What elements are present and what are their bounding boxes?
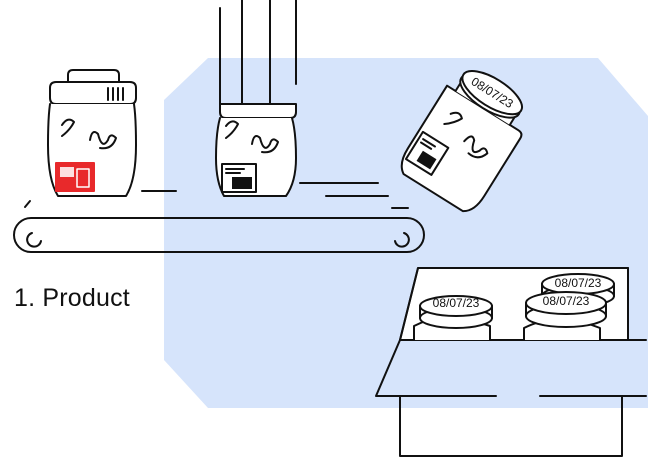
conveyor-belt (13, 217, 425, 253)
jar-product (47, 69, 137, 197)
motion-lines (24, 182, 409, 209)
boxed-jar-left (413, 295, 493, 341)
labeling-machine (219, 0, 297, 105)
date-stamp-right-back: 08/07/23 (555, 276, 602, 290)
date-stamp-left: 08/07/23 (433, 296, 480, 310)
step-label: 1. Product (14, 284, 130, 312)
jar-dated: 08/07/23 (400, 70, 523, 213)
date-stamp-right-front: 08/07/23 (543, 294, 590, 308)
boxed-jar-right-front (523, 291, 607, 341)
jar-labeled (215, 103, 297, 197)
